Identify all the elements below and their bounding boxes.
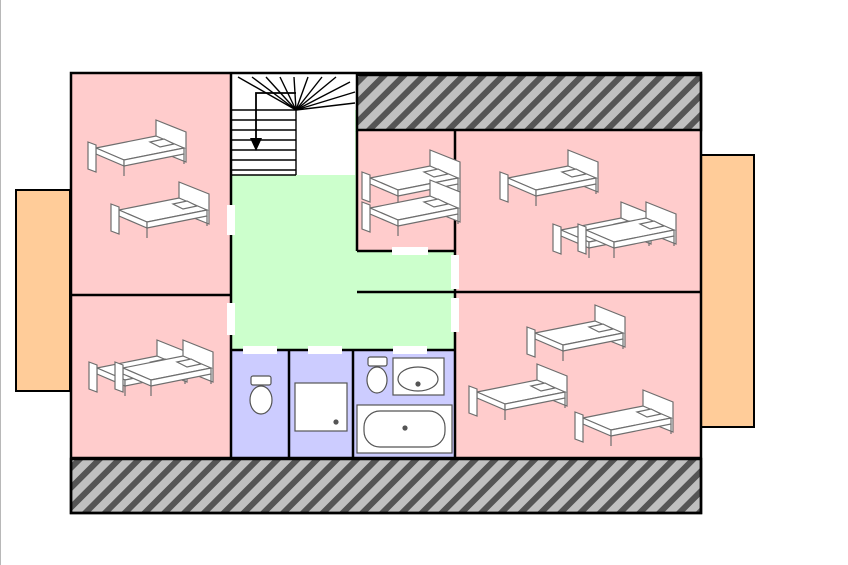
walls xyxy=(69,71,703,515)
bed-icon xyxy=(110,181,210,238)
stair-arrow-head-icon xyxy=(250,138,262,151)
door-bedroom-northwest xyxy=(227,205,235,235)
bedroom-northwest xyxy=(71,73,231,295)
staircase xyxy=(231,75,356,176)
door-bedroom-southeast xyxy=(451,298,459,332)
door-bedroom-southwest xyxy=(227,303,235,335)
toilet-icon-bathroom xyxy=(366,356,388,394)
bed-icon xyxy=(577,201,677,258)
door-bedroom-small-bunk xyxy=(392,247,428,255)
page-edge-line xyxy=(0,0,1,565)
bed-icon xyxy=(87,119,187,176)
door-shower-room xyxy=(308,346,342,354)
stair-arrow xyxy=(255,92,296,145)
bed-icon xyxy=(114,339,214,396)
bed-icon xyxy=(361,149,461,206)
bed-icon xyxy=(574,389,674,446)
roof-slope-south xyxy=(69,457,703,515)
doors xyxy=(227,205,459,354)
balcony-east xyxy=(700,154,755,428)
door-toilet xyxy=(243,346,277,354)
sink-icon xyxy=(392,357,445,396)
bed-icon xyxy=(468,363,568,420)
balcony-west xyxy=(15,189,71,392)
door-bathroom xyxy=(393,346,427,354)
door-bedroom-northeast xyxy=(451,255,459,289)
shower-tray-icon xyxy=(294,382,348,432)
toilet-icon xyxy=(249,375,273,415)
bed-icon xyxy=(361,179,461,236)
bathtub-icon xyxy=(356,404,453,454)
bed-icon xyxy=(526,304,626,361)
roof-slope-north xyxy=(355,73,703,132)
bed-icon xyxy=(499,149,599,206)
